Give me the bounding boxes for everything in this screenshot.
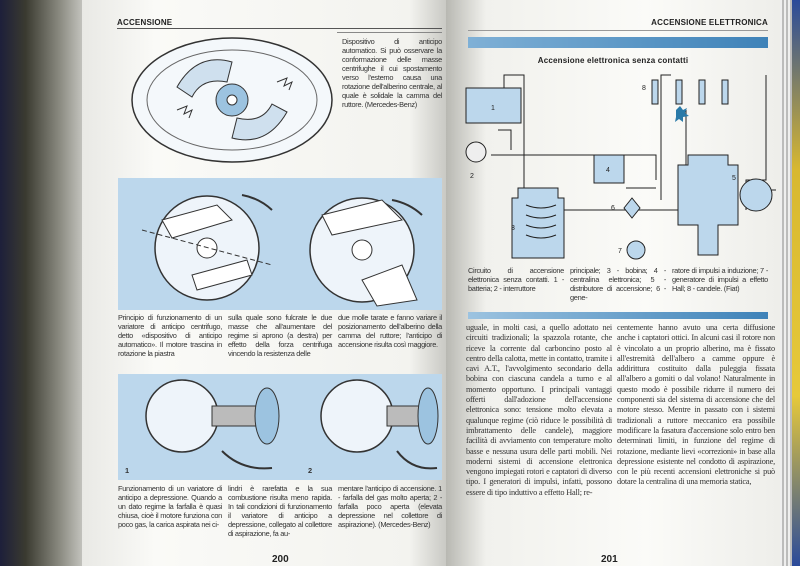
book-edge-left [0,0,85,566]
body-text-col1: uguale, in molti casi, a quello adottato… [466,323,612,497]
caption-bottom-col3: mentare l'anticipo di accensione. 1 - fa… [338,484,442,529]
caption-col3: ratore di impulsi a induzione; 7 - gener… [672,266,768,293]
header-rule [117,28,442,29]
label-2: 2 [470,173,474,180]
label-3: 3 [511,225,515,232]
page-number: 201 [601,554,618,565]
section-color-bar [468,37,768,48]
caption-col1: Circuito di accensione elettronica senza… [468,266,564,293]
caption-top: Dispositivo di anticipo automatico. Si p… [342,37,442,109]
right-page: ACCENSIONE ELETTRONICA Accensione elettr… [446,0,780,566]
label-1: 1 [491,105,495,112]
caption-rule [337,32,442,33]
diagram-title: Accensione elettronica senza contatti [537,56,689,65]
caption-bottom-col1: Funzionamento di un variatore di anticip… [118,484,222,529]
left-page: ACCENSIONE Dispositivo di anticipo autom… [82,0,446,566]
running-header: ACCENSIONE ELETTRONICA [651,18,768,27]
centrifugal-advance-illustration [131,37,333,163]
label-6: 6 [611,205,615,212]
running-header: ACCENSIONE [117,18,173,27]
centrifugal-principle-diagram [141,194,423,307]
caption-bottom-col2: lindri è rarefatta e la sua combustione … [228,484,332,538]
header-rule [468,30,768,31]
book-edge-right [778,0,800,566]
figure-label-2: 2 [308,466,312,475]
section-color-bar-2 [468,312,768,319]
page-number: 200 [272,554,289,565]
caption-middle-col3: due molle tarate e fanno variare il posi… [338,313,442,349]
caption-col2: principale; 3 - bobina; 4 - centralina e… [570,266,666,302]
ignition-circuit-diagram: 1 2 3 4 5 6 7 8 [465,74,776,260]
vacuum-advance-diagram [145,379,439,470]
label-5: 5 [732,175,736,182]
figure-label-1: 1 [125,466,129,475]
label-8: 8 [642,85,646,92]
body-text-col2: centemente hanno avuto una certa diffusi… [617,323,775,487]
label-4: 4 [606,167,610,174]
caption-middle-col1: Principio di funzionamento di un variato… [118,313,222,358]
caption-middle-col2: sulla quale sono fulcrate le due masse c… [228,313,332,358]
label-7: 7 [618,248,622,255]
